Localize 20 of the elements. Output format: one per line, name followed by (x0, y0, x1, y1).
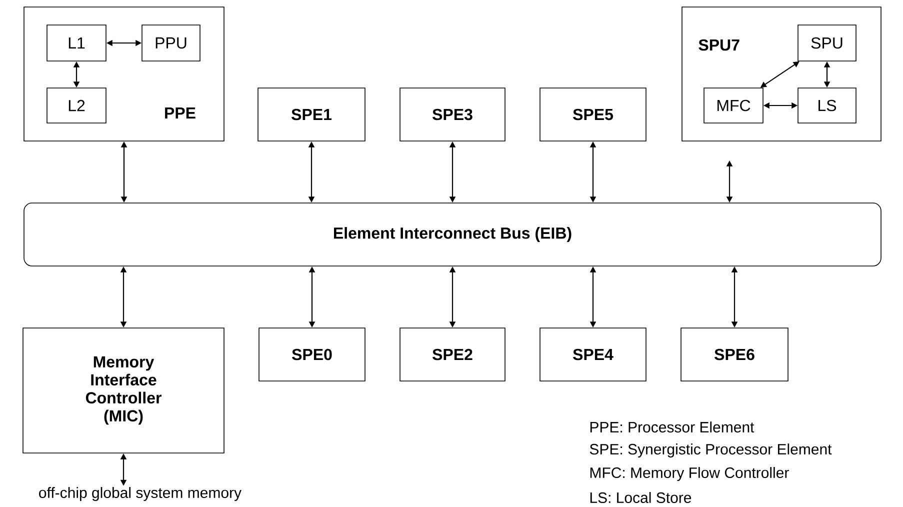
legend-text: LS: Local Store (590, 492, 692, 503)
unit-box: L2 (46, 88, 106, 124)
unit-box: MFC (704, 88, 764, 124)
unit-box: SPU (798, 24, 856, 62)
bus-box: Element Interconnect Bus (EIB) (24, 202, 882, 266)
legend-text: PPE: Processor Element (590, 422, 754, 432)
unit-box: LS (798, 88, 856, 124)
memory-text: off-chip global system memory (39, 487, 242, 501)
processor-box: SPE5 (540, 88, 646, 142)
controller-box: Memory Interface Controller (MIC) (22, 328, 224, 454)
legend-text: SPE: Synergistic Processor Element (590, 444, 832, 458)
unit-box: PPU (142, 24, 200, 62)
unit-box: L1 (46, 24, 106, 62)
processor-box: SPE0 (258, 328, 366, 382)
processor-box: SPE1 (258, 88, 366, 142)
processor-box: SPE4 (540, 328, 646, 382)
processor-box: SPE2 (400, 328, 506, 382)
processor-box: SPE6 (680, 328, 788, 382)
legend-text: MFC: Memory Flow Controller (590, 467, 789, 481)
processor-box: SPE3 (400, 88, 506, 142)
